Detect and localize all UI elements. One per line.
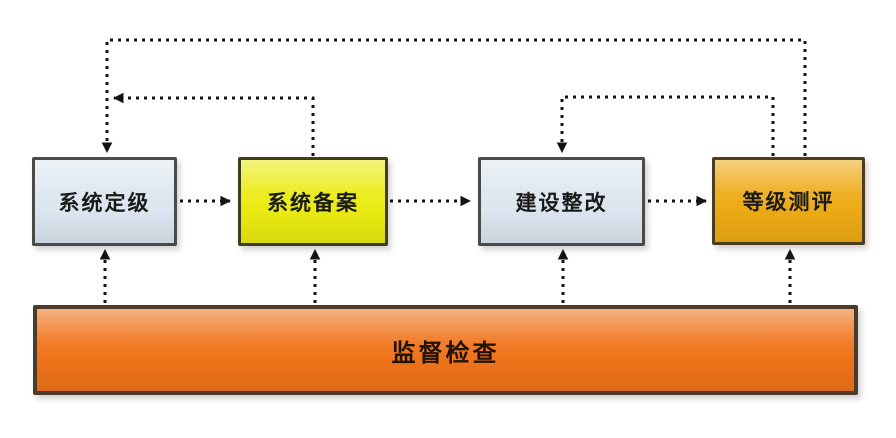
node-level-evaluation: 等级测评 [712, 157, 865, 245]
node-construction-rectify-label: 建设整改 [515, 191, 608, 215]
node-system-grading: 系统定级 [32, 157, 177, 246]
node-supervision-inspection: 监督检查 [33, 305, 858, 395]
edge-evaluation-to-grading [101, 38, 807, 156]
node-system-grading-label: 系统定级 [58, 191, 151, 215]
edge-evaluation-to-rectify [556, 95, 775, 156]
node-system-filing-label: 系统备案 [267, 191, 359, 215]
node-construction-rectify: 建设整改 [478, 157, 645, 246]
node-supervision-inspection-label: 监督检查 [391, 339, 500, 367]
node-system-filing: 系统备案 [238, 157, 388, 246]
node-level-evaluation-label: 等级测评 [742, 191, 835, 214]
edge-filing-to-grading [112, 92, 315, 156]
